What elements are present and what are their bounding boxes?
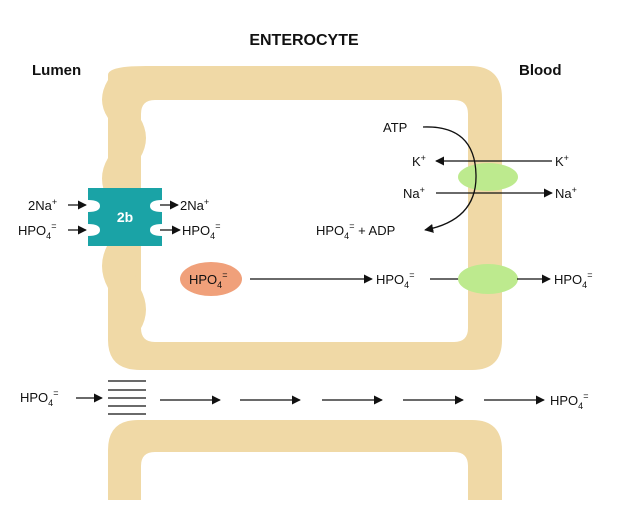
- pump-na-in: Na+: [403, 185, 425, 201]
- transcellular-middle-label: HPO4=: [376, 270, 414, 290]
- transporter-hpo4-in: HPO4=: [18, 221, 56, 241]
- phosphate-pool: [180, 262, 242, 296]
- adjacent-cell: [108, 420, 502, 500]
- phosphate-pool-label: HPO4=: [189, 270, 227, 290]
- lumen-label: Lumen: [32, 62, 81, 79]
- transporter-2b: 2b: [88, 188, 162, 246]
- pump-products: HPO4= + ADP: [316, 221, 395, 241]
- transcellular-out-label: HPO4=: [554, 270, 592, 290]
- paracellular-in-label: HPO4=: [20, 388, 58, 408]
- atp-hydrolysis-arc: [422, 126, 477, 233]
- transporter-na-in: 2Na+: [28, 197, 57, 213]
- transporter-label: 2b: [117, 209, 133, 225]
- paracellular-out-label: HPO4=: [550, 391, 588, 411]
- na-k-atpase-pump: [458, 163, 518, 191]
- enterocyte-cell-wall: [108, 66, 502, 370]
- transporter-body: [88, 188, 162, 246]
- basolateral-phosphate-exporter: [458, 264, 518, 294]
- title: ENTEROCYTE: [249, 32, 359, 49]
- atp-label: ATP: [383, 120, 407, 135]
- transporter-na-out: 2Na+: [180, 197, 209, 213]
- transporter-hpo4-out: HPO4=: [182, 221, 220, 241]
- pump-k-out: K+: [555, 153, 569, 169]
- blood-label: Blood: [519, 62, 562, 79]
- pump-na-out: Na+: [555, 185, 577, 201]
- tight-junction: [108, 380, 146, 415]
- pump-k-in: K+: [412, 153, 426, 169]
